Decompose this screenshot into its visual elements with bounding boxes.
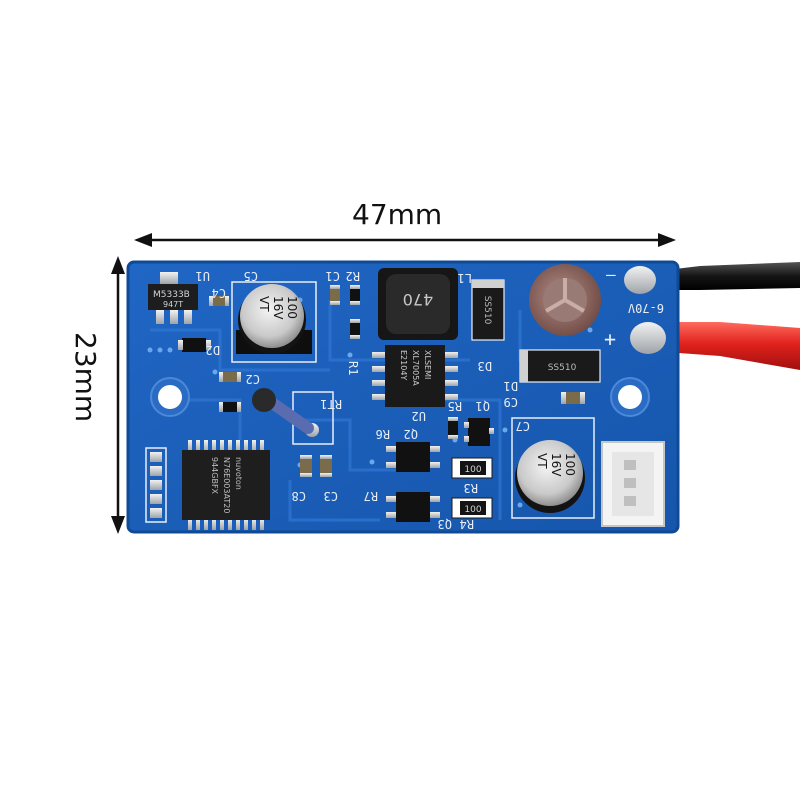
resistor-r4: 100 bbox=[451, 497, 493, 519]
inductor-marking: 470 bbox=[403, 290, 434, 309]
width-dimension-label: 47mm bbox=[352, 198, 443, 231]
label-r2: R2 bbox=[346, 269, 360, 283]
smd-c3 bbox=[300, 455, 312, 477]
label-d2: D2 bbox=[206, 343, 220, 357]
resistor-r3: 100 bbox=[451, 457, 493, 479]
thermistor-rt1 bbox=[252, 388, 334, 445]
r3-marking: 100 bbox=[464, 465, 481, 475]
label-c3: C3 bbox=[324, 489, 338, 503]
label-minus: — bbox=[606, 265, 616, 284]
smd-c8 bbox=[320, 455, 332, 477]
smd-r1 bbox=[350, 319, 360, 339]
solder-pad-negative bbox=[624, 266, 656, 294]
smd-c1 bbox=[330, 285, 340, 305]
label-c2: C2 bbox=[246, 372, 260, 386]
mcu-marking-line3: 944GBFX bbox=[210, 457, 219, 495]
c5-value: 100 bbox=[285, 296, 299, 319]
inductor-l1: 470 bbox=[378, 268, 458, 340]
width-dimension-arrow bbox=[134, 233, 676, 247]
label-d1: D1 bbox=[504, 379, 518, 393]
label-r1: R1 bbox=[346, 361, 360, 375]
mounting-hole-right bbox=[610, 377, 650, 417]
label-r3: R3 bbox=[464, 481, 478, 495]
capacitor-c5: 100 16V VT bbox=[231, 281, 317, 363]
mcu-marking-line1: nuvoton bbox=[234, 457, 243, 490]
smd-r5 bbox=[448, 417, 458, 439]
electrolytic-capacitor bbox=[529, 264, 601, 336]
u2-marking-line3: E2104Y bbox=[399, 350, 408, 380]
label-r4: R4 bbox=[460, 517, 474, 531]
smd-r-small bbox=[219, 402, 241, 412]
label-u2: U2 bbox=[412, 409, 426, 423]
u1-regulator: M5333B 947T bbox=[148, 272, 198, 324]
c7-voltage: 16V bbox=[549, 453, 563, 477]
c5-voltage: 16V bbox=[271, 296, 285, 320]
c7-series: VT bbox=[535, 453, 549, 469]
u2-marking-line1: XLSEMI bbox=[423, 350, 432, 379]
c7-value: 100 bbox=[563, 453, 577, 476]
diode-d1: SS510 bbox=[519, 349, 601, 383]
label-c9: C9 bbox=[504, 395, 518, 409]
label-q3: Q3 bbox=[438, 517, 452, 531]
u1-chip-code: 947T bbox=[163, 300, 183, 309]
smd-c9 bbox=[561, 392, 585, 404]
u1-chip-marking: M5333B bbox=[153, 290, 190, 300]
label-c1: C1 bbox=[326, 269, 340, 283]
smd-c2 bbox=[219, 372, 241, 382]
label-r6: R6 bbox=[376, 427, 390, 441]
fan-connector bbox=[601, 441, 665, 527]
label-plus: + bbox=[604, 327, 616, 351]
smd-d2 bbox=[178, 338, 211, 352]
transistor-q3 bbox=[386, 492, 440, 522]
mcu-marking-line2: N76E003AT20 bbox=[222, 457, 231, 513]
label-u1: U1 bbox=[196, 269, 210, 283]
solder-pad-positive bbox=[630, 322, 666, 354]
programming-header bbox=[145, 447, 167, 523]
label-c4: C4 bbox=[212, 286, 226, 300]
mcu-chip: nuvoton N76E003AT20 944GBFX bbox=[182, 440, 270, 530]
r4-marking: 100 bbox=[464, 505, 481, 515]
height-dimension-arrow bbox=[111, 256, 125, 534]
label-q2: Q2 bbox=[404, 427, 418, 441]
label-r5: R5 bbox=[448, 399, 462, 413]
transistor-q1 bbox=[464, 418, 494, 446]
silkscreen-labels: U1 C5 C4 D2 C2 C1 R2 R1 L1 U2 D3 D1 C9 C… bbox=[196, 265, 664, 531]
label-c7: C7 bbox=[516, 419, 530, 433]
red-wire bbox=[665, 322, 800, 370]
label-c8: C8 bbox=[292, 489, 306, 503]
capacitor-c7: 100 16V VT bbox=[511, 417, 595, 519]
d1-marking: SS510 bbox=[548, 363, 577, 373]
black-wire bbox=[650, 262, 800, 290]
label-r7: R7 bbox=[364, 489, 378, 503]
label-d3: D3 bbox=[478, 359, 492, 373]
smd-c4 bbox=[209, 296, 229, 306]
u2-ic: XLSEMI XL7005A E2104Y bbox=[372, 345, 458, 407]
d3-marking: SS510 bbox=[482, 296, 492, 325]
label-rt1: RT1 bbox=[320, 397, 342, 411]
label-c5: C5 bbox=[244, 269, 258, 283]
transistor-q2 bbox=[386, 442, 440, 472]
diode-d3: SS510 bbox=[471, 279, 505, 341]
label-q1: Q1 bbox=[476, 399, 490, 413]
u2-marking-line2: XL7005A bbox=[411, 350, 420, 386]
mounting-hole-left bbox=[150, 377, 190, 417]
c5-series: VT bbox=[257, 296, 271, 312]
smd-r2 bbox=[350, 285, 360, 305]
label-l1: L1 bbox=[458, 271, 472, 285]
label-voltage: 6-70V bbox=[628, 301, 664, 315]
